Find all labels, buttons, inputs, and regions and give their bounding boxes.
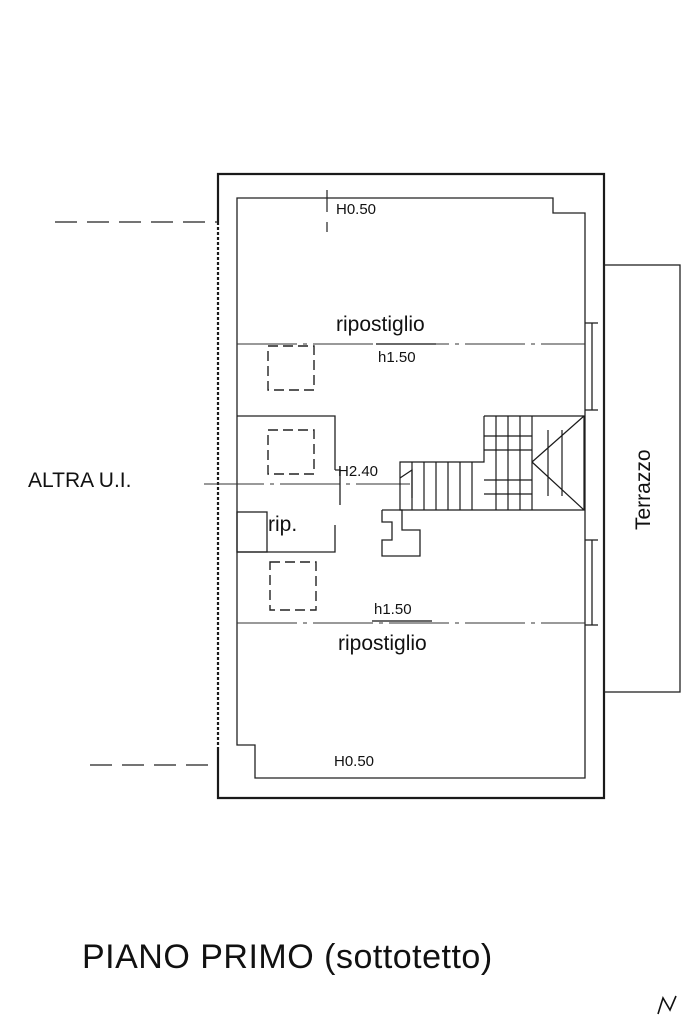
room-height-bottom: h1.50 — [374, 601, 412, 618]
north-arrow-icon — [657, 995, 677, 1015]
small-room-label: rip. — [268, 513, 297, 536]
neighbor-boundary — [55, 221, 218, 766]
room-label-bottom: ripostiglio — [338, 632, 427, 655]
stair-height: H2.40 — [338, 463, 378, 480]
dashed-openings — [267, 345, 317, 611]
drawing-title: PIANO PRIMO (sottotetto) — [82, 938, 493, 976]
eave-height-bottom: H0.50 — [334, 753, 374, 770]
terrace — [585, 264, 681, 693]
central-core — [236, 415, 421, 557]
room-height-top: h1.50 — [378, 349, 416, 366]
room-label-top: ripostiglio — [336, 313, 425, 336]
staircase — [399, 415, 585, 511]
outer-walls — [216, 172, 606, 800]
terrace-label: Terrazzo — [632, 449, 655, 530]
plan-labels: H0.50 ripostiglio h1.50 H2.40 rip. h1.50… — [28, 201, 655, 770]
height-lines — [204, 190, 585, 624]
neighbor-label: ALTRA U.I. — [28, 469, 131, 492]
eave-height-top: H0.50 — [336, 201, 376, 218]
